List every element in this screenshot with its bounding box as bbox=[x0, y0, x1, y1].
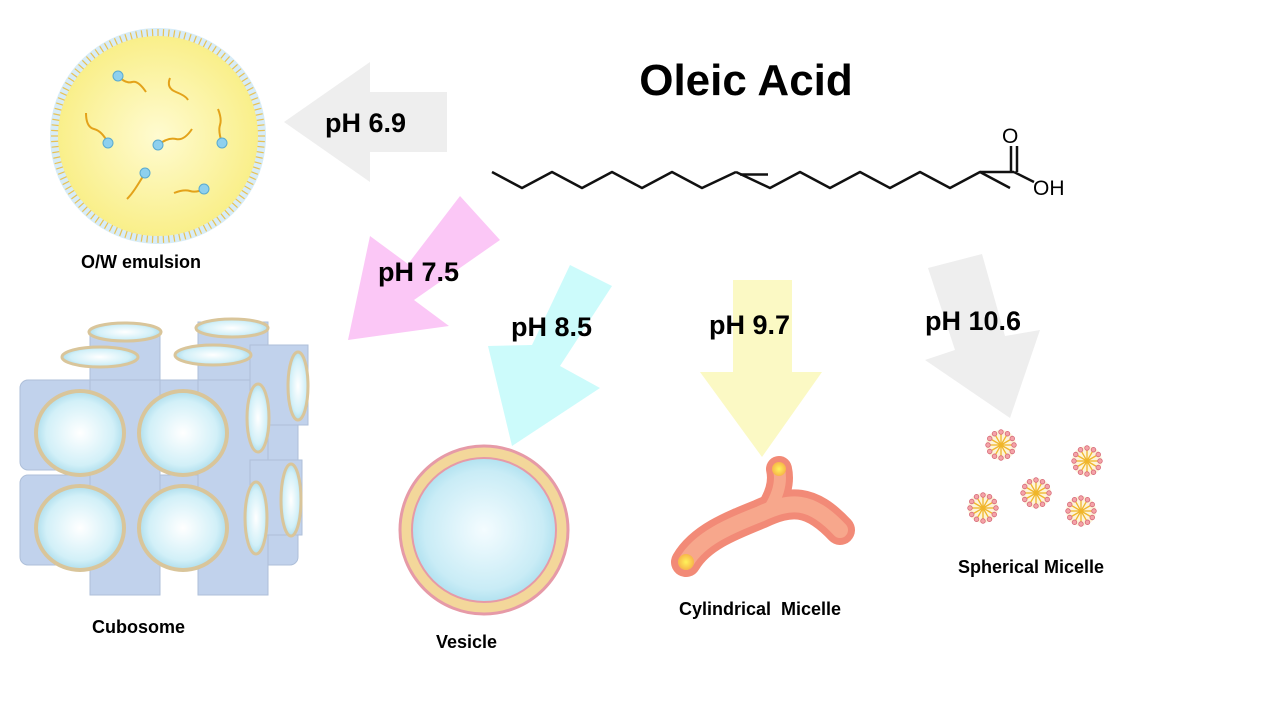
diagram-title: Oleic Acid bbox=[639, 56, 853, 105]
ow-emulsion-illustration bbox=[50, 28, 266, 244]
ph-label-7-5: pH 7.5 bbox=[378, 257, 460, 287]
spherical-micelle bbox=[1065, 495, 1097, 527]
caption-cylindrical-micelle: Cylindrical Micelle bbox=[679, 599, 842, 619]
cylindrical-micelle-illustration bbox=[671, 456, 855, 577]
vesicle-illustration bbox=[398, 444, 570, 616]
ph-label-9-7: pH 9.7 bbox=[709, 310, 791, 340]
ph-label-10-6: pH 10.6 bbox=[925, 306, 1022, 336]
spherical-micelle bbox=[1071, 445, 1103, 477]
spherical-micelle bbox=[967, 492, 999, 524]
spherical-micelle bbox=[985, 429, 1017, 461]
arrow-ph-9-7 bbox=[700, 280, 822, 457]
cubosome-illustration bbox=[19, 317, 310, 596]
ph-label-6-9: pH 6.9 bbox=[325, 108, 407, 138]
spherical-micelles-illustration bbox=[967, 429, 1103, 527]
arrow-ph-10-6 bbox=[925, 254, 1040, 418]
caption-cubosome: Cubosome bbox=[92, 617, 186, 637]
carbonyl-oxygen-label: O bbox=[1002, 125, 1019, 148]
caption-ow-emulsion: O/W emulsion bbox=[81, 252, 202, 272]
caption-vesicle: Vesicle bbox=[436, 632, 498, 652]
ph-label-8-5: pH 8.5 bbox=[511, 312, 593, 342]
spherical-micelle bbox=[1020, 477, 1052, 509]
caption-spherical-micelle: Spherical Micelle bbox=[958, 557, 1105, 577]
arrow-ph-7-5 bbox=[348, 196, 500, 340]
arrow-ph-8-5 bbox=[488, 265, 612, 446]
oleic-acid-structure bbox=[491, 146, 1035, 190]
arrow-ph-6-9 bbox=[284, 62, 447, 182]
hydroxyl-label: OH bbox=[1033, 177, 1065, 200]
